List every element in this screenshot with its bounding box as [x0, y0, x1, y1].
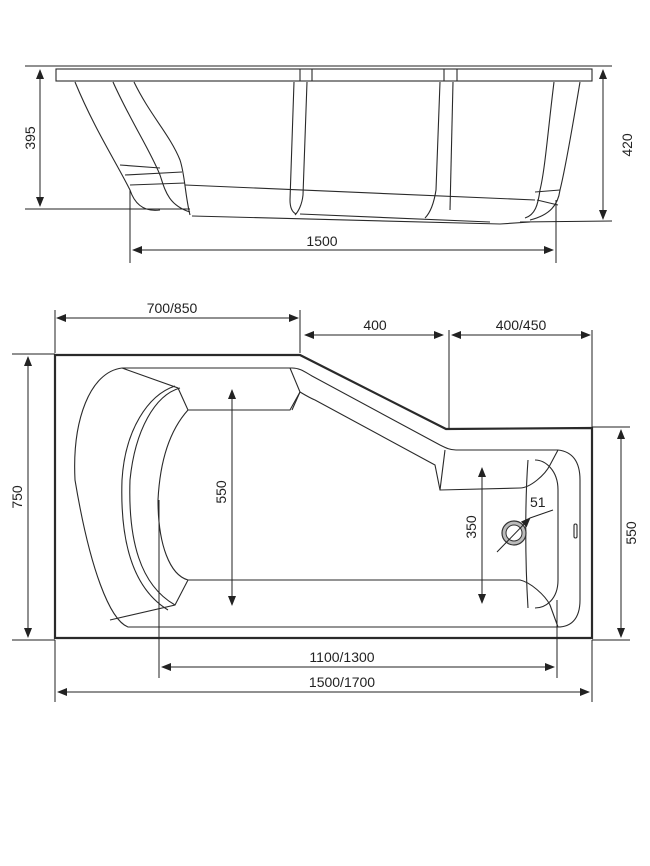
dim-inner-length: 1100/1300 [309, 649, 374, 665]
dim-top-right-length: 400/450 [496, 317, 547, 333]
dim-inner-width-right: 350 [463, 515, 479, 539]
top-view: 51 700/850 400 400/450 750 550 350 550 1… [9, 300, 639, 702]
basin-contour [74, 367, 581, 628]
side-view: 395 420 1500 [22, 65, 635, 263]
dim-inner-width-left: 550 [213, 480, 229, 504]
dim-side-length: 1500 [306, 233, 337, 249]
outer-outline [53, 353, 594, 640]
dim-side-height-right: 420 [619, 133, 635, 157]
dim-top-left-length: 700/850 [147, 300, 198, 316]
dim-right-end-width: 550 [623, 521, 639, 545]
dim-drain-diameter: 51 [530, 494, 546, 510]
rim [55, 68, 593, 82]
dim-side-height-left: 395 [22, 126, 38, 150]
dim-overall-length: 1500/1700 [309, 674, 375, 690]
dim-overall-width: 750 [9, 485, 25, 509]
dim-top-slope-length: 400 [363, 317, 387, 333]
